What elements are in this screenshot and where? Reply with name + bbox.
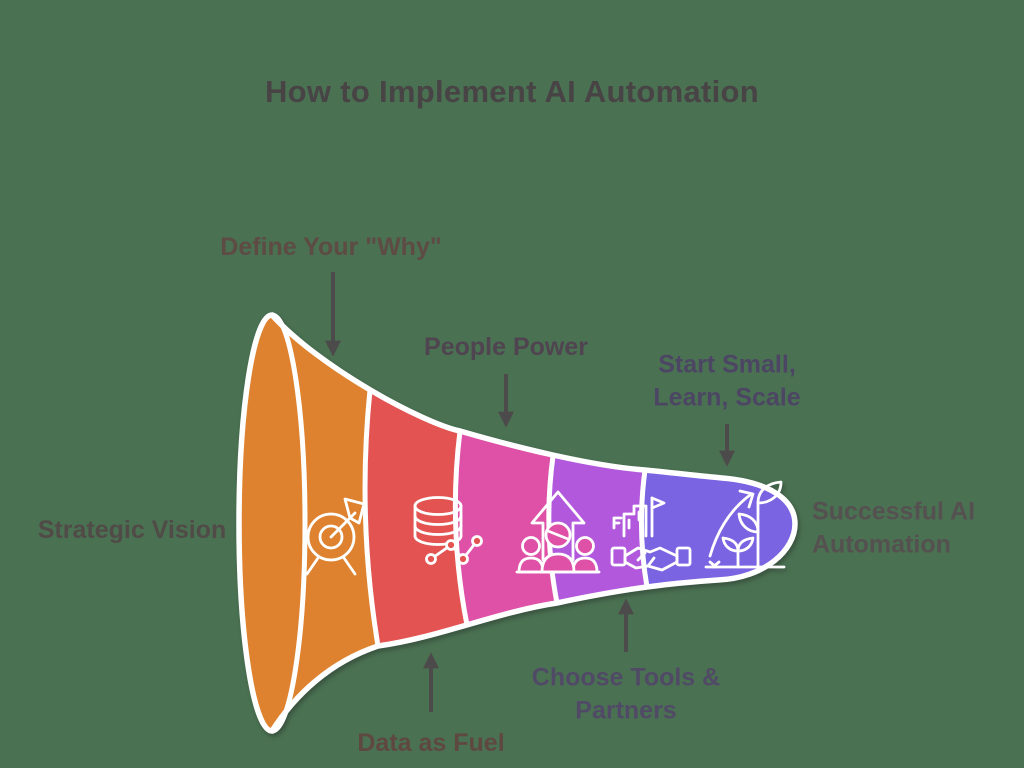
stage-label-start-small: Start Small, Learn, Scale: [653, 350, 801, 412]
funnel-divider-1: [362, 387, 381, 649]
funnel-divider-2: [452, 428, 470, 628]
funnel-body: [236, 312, 798, 734]
entry-label-strategic-vision: Strategic Vision: [37, 515, 227, 544]
funnel-mouth-rim: [269, 312, 308, 734]
partnership-handshake-icon: [610, 496, 692, 572]
team-growth-icon: [515, 490, 601, 574]
database-analytics-icon: [413, 496, 483, 565]
result-label-successful-ai-automation: Successful AI Automation: [812, 497, 976, 559]
stage-label-data-fuel: Data as Fuel: [357, 728, 505, 757]
target-arrow-icon: [305, 497, 366, 576]
plant-growth-icon: [704, 480, 786, 569]
page-title: How to Implement AI Automation: [264, 74, 760, 109]
stage-label-people-power: People Power: [424, 332, 588, 361]
funnel-divider-4: [638, 467, 650, 590]
stage-label-choose-tools: Choose Tools & Partners: [531, 663, 721, 725]
stage-label-define-why: Define Your "Why": [220, 232, 442, 261]
